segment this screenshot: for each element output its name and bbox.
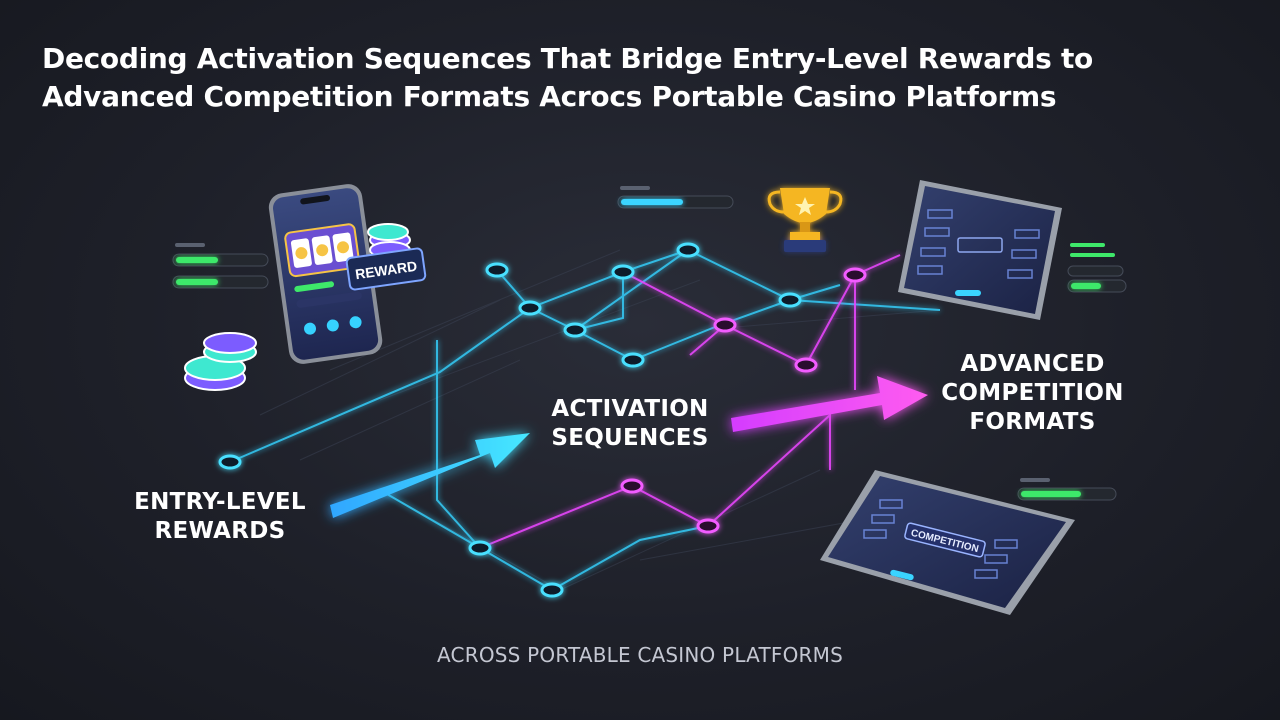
- advanced-competition-formats-label: ADVANCED COMPETITION FORMATS: [941, 351, 1124, 435]
- right-status-bars: [1067, 243, 1127, 293]
- left-status-bars: [172, 243, 269, 289]
- tablet-icon-secondary: COMPETITION: [820, 470, 1075, 615]
- node: [485, 262, 509, 278]
- magenta-arrow: [731, 376, 928, 432]
- node: [611, 264, 635, 280]
- top-status-bar: [617, 186, 734, 209]
- node: [621, 352, 645, 368]
- trophy-icon: [767, 188, 843, 252]
- slot-machine-icon: [284, 223, 361, 278]
- node: [794, 357, 818, 373]
- node: [518, 300, 542, 316]
- poker-chip-stack-icon: [184, 332, 257, 391]
- activation-sequences-label: ACTIVATION SEQUENCES: [551, 396, 709, 451]
- node: [696, 518, 720, 534]
- node: [778, 292, 802, 308]
- cyan-nodes: [218, 242, 802, 598]
- reward-badge: REWARD: [345, 247, 427, 291]
- lower-right-status-bar: [1017, 478, 1117, 501]
- node: [676, 242, 700, 258]
- node: [843, 267, 867, 283]
- title-line-1: Decoding Activation Sequences That Bridg…: [42, 42, 1093, 75]
- node: [713, 317, 737, 333]
- node: [563, 322, 587, 338]
- node: [540, 582, 564, 598]
- title-line-2: Advanced Competition Formats Acrocs Port…: [42, 80, 1057, 113]
- tablet-icon: [898, 180, 1062, 320]
- smartphone-icon: [268, 184, 383, 364]
- node: [218, 454, 242, 470]
- entry-level-rewards-label: ENTRY-LEVEL REWARDS: [134, 489, 306, 544]
- node: [468, 540, 492, 556]
- cyan-arrow: [330, 433, 530, 518]
- magenta-nodes: [620, 267, 867, 534]
- node: [620, 478, 644, 494]
- page-title: Decoding Activation Sequences That Bridg…: [42, 40, 1242, 116]
- footer-caption: ACROSS PORTABLE CASINO PLATFORMS: [437, 643, 843, 667]
